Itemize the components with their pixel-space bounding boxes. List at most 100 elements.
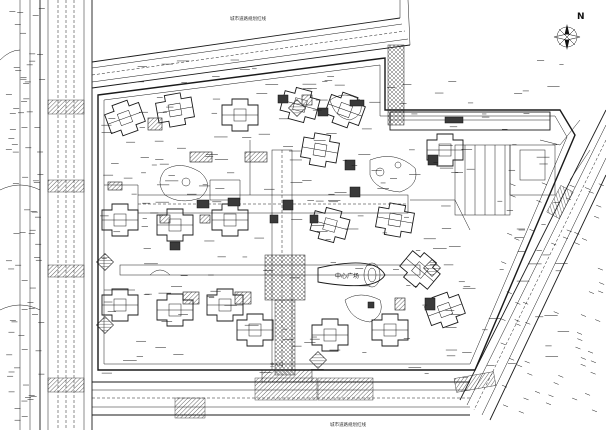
building-pad [349,186,361,198]
dimension-tick [574,242,580,245]
bottom-road: 城市道路规划红线 [92,377,470,428]
dimension-tick [581,238,588,241]
diamond-marker [288,99,306,117]
building-pad [277,94,289,104]
dimension-tick [580,357,586,360]
dimension-tick [509,358,515,361]
dimension-tick [510,183,516,187]
dimension-tick [523,302,529,305]
dimension-tick [588,291,595,294]
residential-tower [311,318,349,352]
dimension-tick [584,187,591,190]
dimension-tick [501,261,507,264]
site-markers [96,94,441,369]
building-pad [244,151,268,163]
building-pad [367,301,375,309]
building-pad [301,94,313,106]
dimension-tick [598,290,604,294]
residential-tower [236,313,274,347]
dimension-tick [588,191,594,194]
parking-area [454,144,556,216]
dimension-tick [553,311,559,314]
dimension-tick [524,360,530,364]
entrance-label: 主入口 [270,361,284,368]
residential-tower [221,98,259,132]
dimension-tick [562,236,569,240]
dimension-tick [536,200,542,203]
dimension-tick [590,371,596,375]
dimension-tick [506,291,512,294]
residential-tower [104,99,146,137]
dimension-tick [541,182,547,186]
building-pad [344,159,356,171]
dimension-tick [576,332,583,335]
left-main-road [0,0,93,430]
crosswalk-left-middle [47,179,85,278]
building-pad [169,241,181,251]
crosswalk-left-north [47,99,85,115]
dimension-tick [599,282,605,285]
dimension-tick [529,229,535,232]
dimension-tick [580,363,586,367]
residential-tower [309,206,351,244]
dimension-tick [507,232,513,236]
building-pad [182,291,200,305]
building-pad [147,117,163,131]
dimension-tick [514,238,520,241]
dimension-tick [515,302,521,305]
main-entrance: 主入口 [261,361,313,383]
dimension-tick [594,215,600,219]
north-arrow-icon: N [553,12,585,50]
building-pad [394,297,406,311]
dimension-tick [565,197,571,201]
dimension-tick [574,232,580,235]
diamond-marker [309,351,327,369]
dimension-tick [566,229,572,233]
building-pad [317,107,329,117]
dimension-tick [569,184,575,188]
dimension-tick [591,409,598,413]
building-pad [309,214,319,224]
diamond-marker [96,253,114,271]
building-pad [234,291,252,305]
residential-tower [300,132,340,168]
dimension-tick [580,314,587,317]
diamond-marker [96,316,114,334]
dimension-tick [516,364,523,368]
central-plaza: 中心广场 [149,254,386,376]
residential-tower [155,92,195,128]
dimension-tick [577,338,583,341]
dimension-tick [515,323,521,326]
dimension-tick [595,319,601,322]
dimension-tick [525,322,531,325]
building-pad [427,154,439,166]
dimension-tick [500,342,506,346]
dimension-tick [534,391,541,394]
right-diagonal-road [453,109,606,421]
dimension-tick [523,397,529,401]
central-axis-label: 中心广场 [335,272,359,280]
top-road: 城市道路规划红线 [91,0,411,126]
dimension-annotations [5,8,605,421]
dimension-tick [584,393,591,396]
road-bottom-label: 城市道路规划红线 [330,421,366,428]
dimension-tick [518,410,524,414]
road-top-label: 城市道路规划红线 [230,15,266,22]
north-letter: N [577,12,585,22]
building-pad [282,199,294,211]
residential-tower [101,203,139,237]
dimension-tick [572,397,578,401]
residential-tower [206,288,244,322]
building-pad [199,214,211,224]
dimension-tick [597,267,603,271]
building-pad [159,214,171,224]
residential-tower [101,288,139,322]
dimension-tick [527,373,533,376]
diamond-marker [423,259,441,277]
dimension-tick [548,394,554,398]
building-pad [196,199,210,209]
dimension-tick [510,194,516,198]
dimension-tick [500,318,506,321]
dimension-tick [558,375,564,378]
